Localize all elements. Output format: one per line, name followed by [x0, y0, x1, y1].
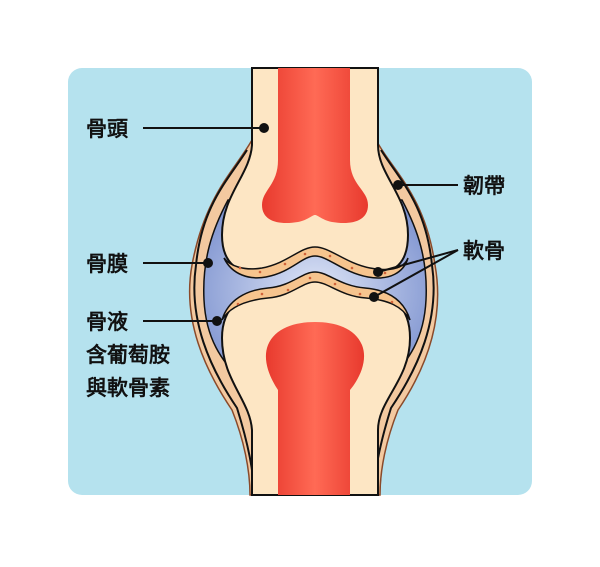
label-ligament: 韌帶	[463, 174, 505, 198]
label-synovial-fluid: 骨液	[86, 310, 128, 334]
label-bone-head: 骨頭	[86, 117, 129, 141]
label-synovial-fluid-line3: 與軟骨素	[86, 376, 170, 400]
label-synovial-fluid-line2: 含葡萄胺	[86, 343, 170, 367]
upper-cartilage	[223, 246, 409, 279]
lower-marrow	[265, 322, 365, 495]
upper-marrow	[262, 68, 368, 224]
label-periosteum: 骨膜	[86, 252, 128, 276]
label-cartilage: 軟骨	[463, 239, 505, 263]
